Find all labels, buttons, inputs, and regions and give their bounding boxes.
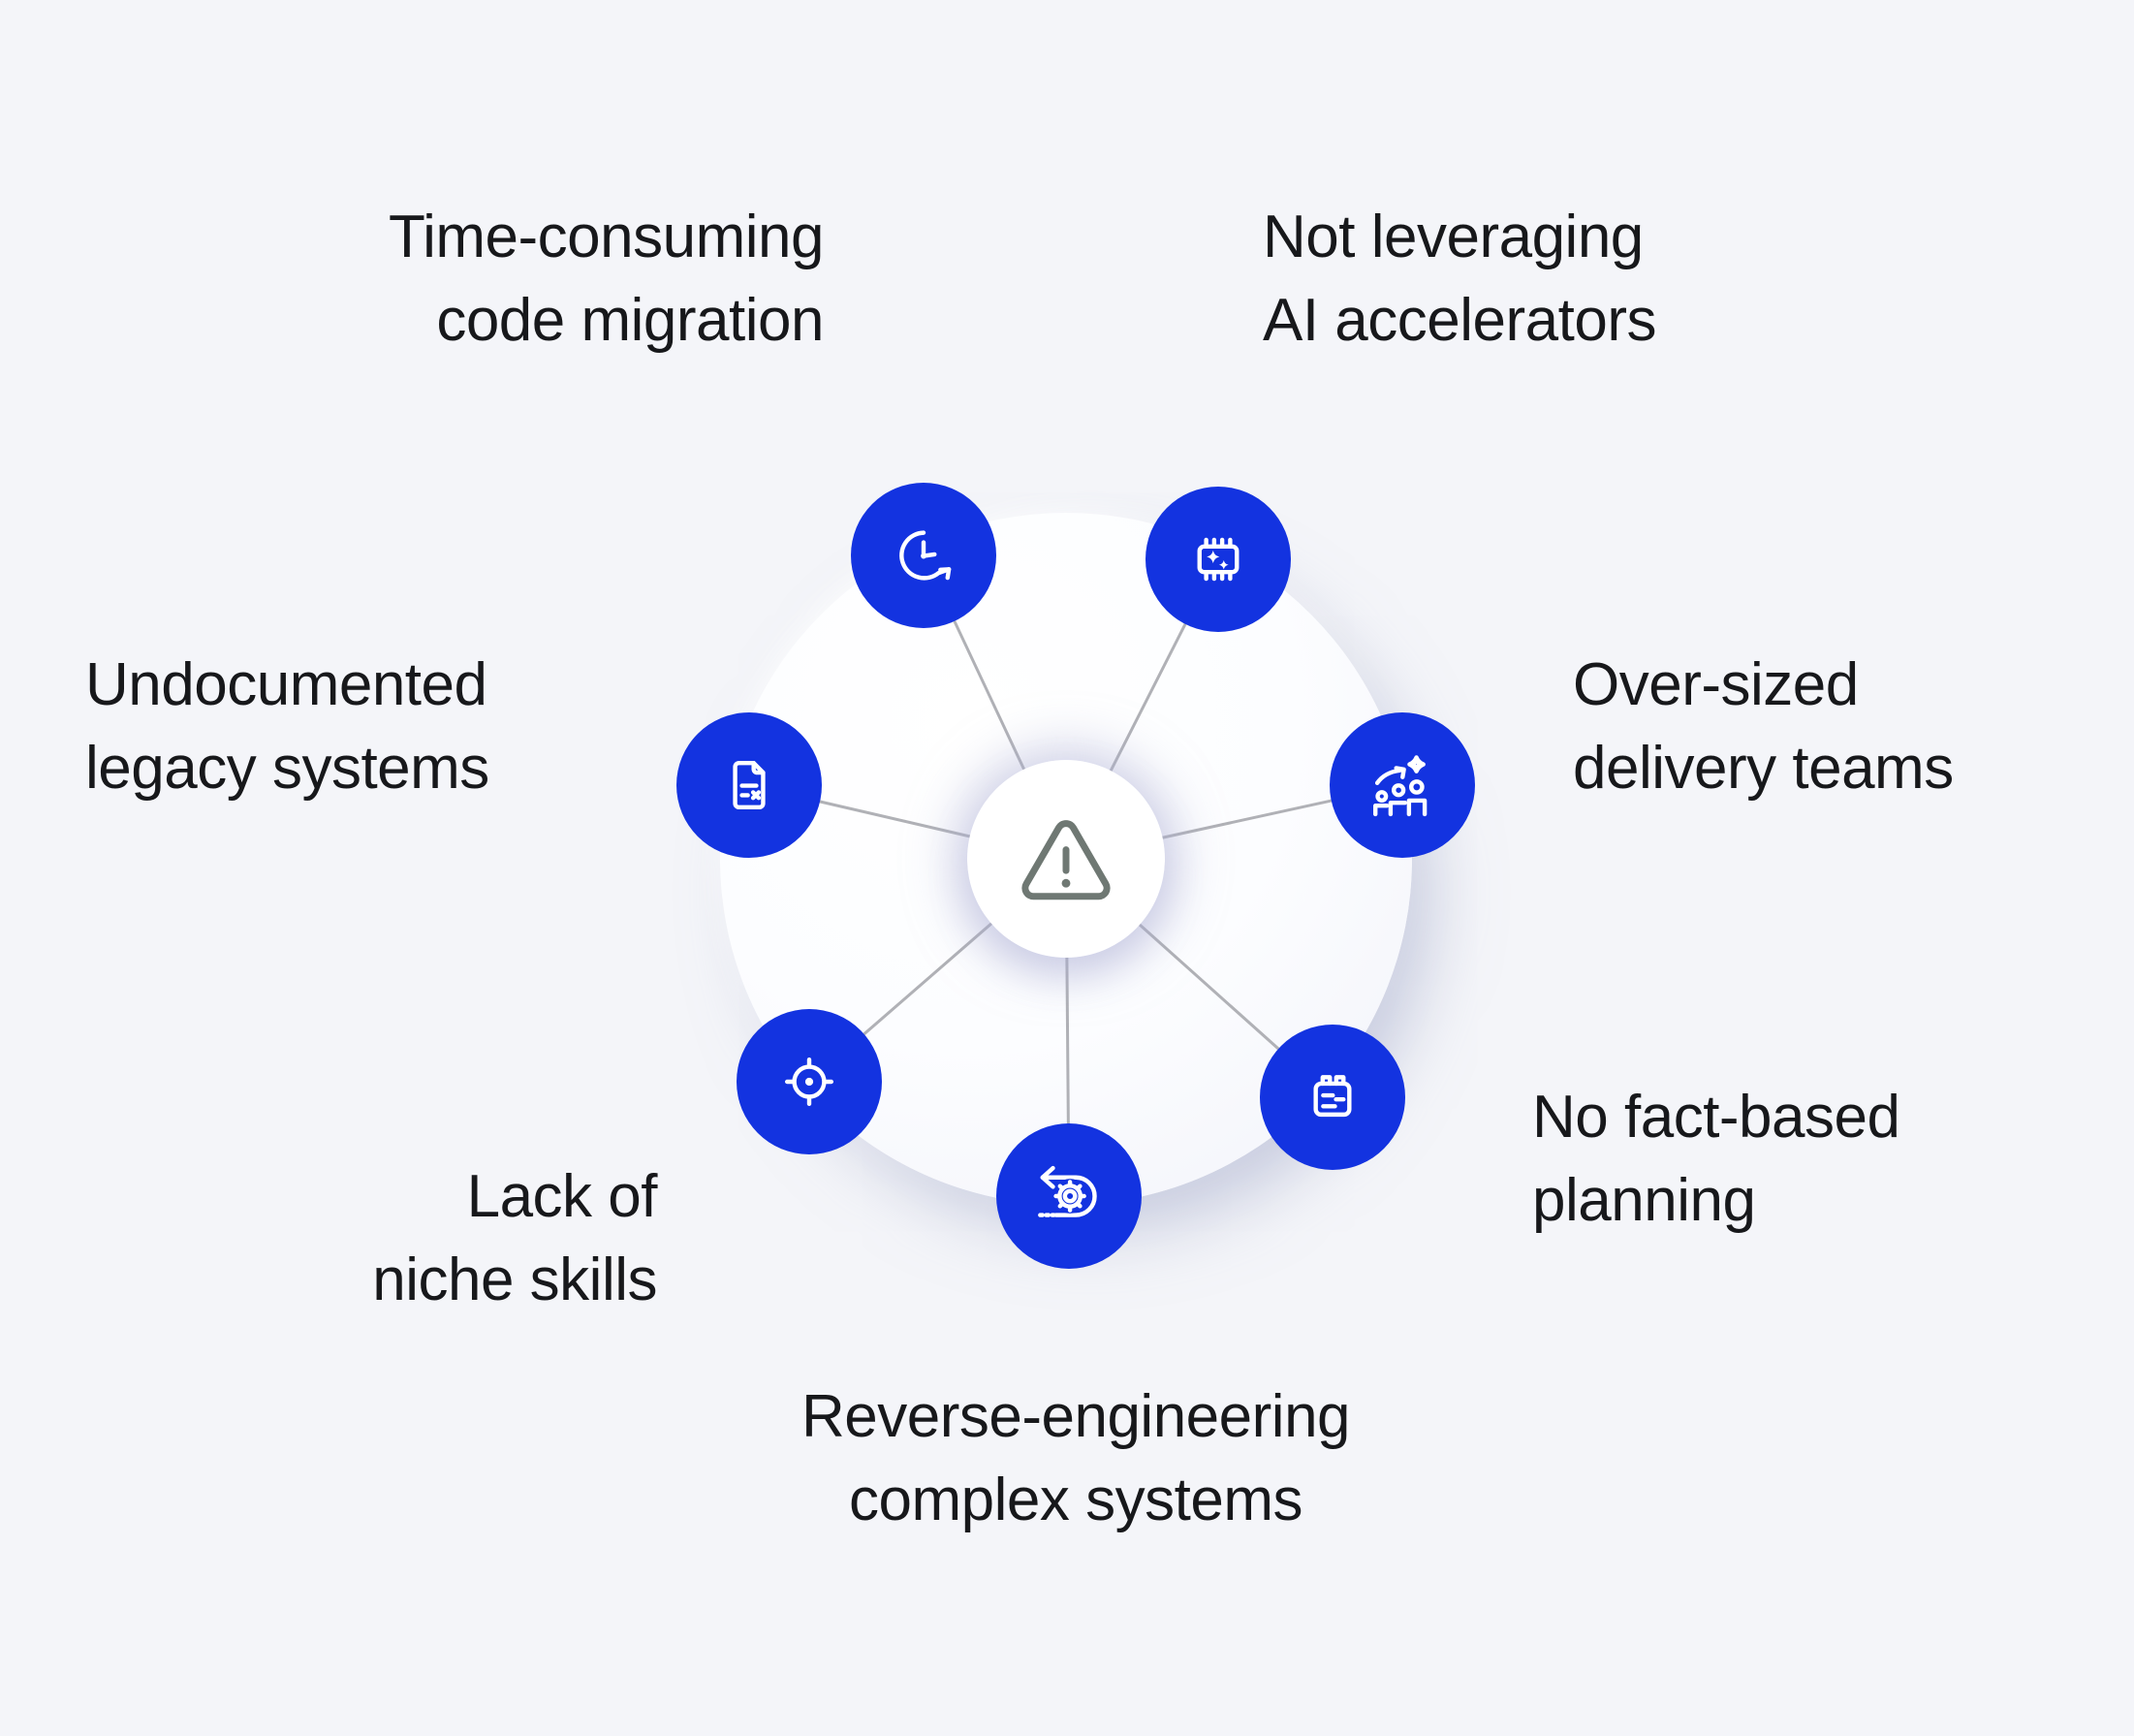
label-delivery-teams: Over-sized delivery teams (1573, 644, 1954, 810)
label-line: Time-consuming (389, 204, 824, 270)
node-ai-accelerators (1145, 487, 1291, 632)
label-line: legacy systems (85, 735, 489, 802)
label-line: delivery teams (1573, 735, 1954, 802)
node-niche-skills (737, 1009, 882, 1154)
node-code-migration (851, 483, 996, 628)
clock-history-icon (899, 530, 952, 581)
label-line: AI accelerators (1263, 287, 1657, 354)
label-line: No fact-based (1532, 1084, 1900, 1151)
label-line: Lack of (466, 1163, 658, 1230)
label-reverse-engineering: Reverse-engineering complex systems (737, 1375, 1415, 1542)
label-line: Over-sized (1573, 651, 1859, 718)
team-scaling-icon (1373, 755, 1428, 817)
calendar-icon (1313, 1075, 1352, 1118)
label-line: Not leveraging (1263, 204, 1644, 270)
label-legacy-systems: Undocumented legacy systems (85, 644, 489, 810)
label-line: planning (1532, 1167, 1756, 1234)
warning-triangle-icon (1021, 820, 1111, 900)
label-ai-accelerators: Not leveraging AI accelerators (1263, 196, 1657, 363)
node-reverse-engineering (996, 1123, 1142, 1269)
label-line: Reverse-engineering (800, 1383, 1351, 1450)
undocumented-file-icon (733, 760, 766, 810)
target-icon (784, 1057, 834, 1107)
label-line: Undocumented (85, 651, 487, 718)
ai-chip-icon (1197, 537, 1240, 582)
node-fact-based-planning (1260, 1025, 1405, 1170)
label-line: complex systems (849, 1467, 1302, 1533)
label-code-migration: Time-consuming code migration (389, 196, 824, 363)
label-fact-based-planning: No fact-based planning (1532, 1076, 1900, 1243)
node-legacy-systems (676, 712, 822, 858)
label-line: code migration (436, 287, 824, 354)
node-delivery-teams (1330, 712, 1475, 858)
label-niche-skills: Lack of niche skills (372, 1155, 657, 1322)
center-hub-circle (967, 760, 1165, 958)
label-line: niche skills (372, 1247, 657, 1313)
reverse-loop-gear-icon (1038, 1165, 1097, 1217)
